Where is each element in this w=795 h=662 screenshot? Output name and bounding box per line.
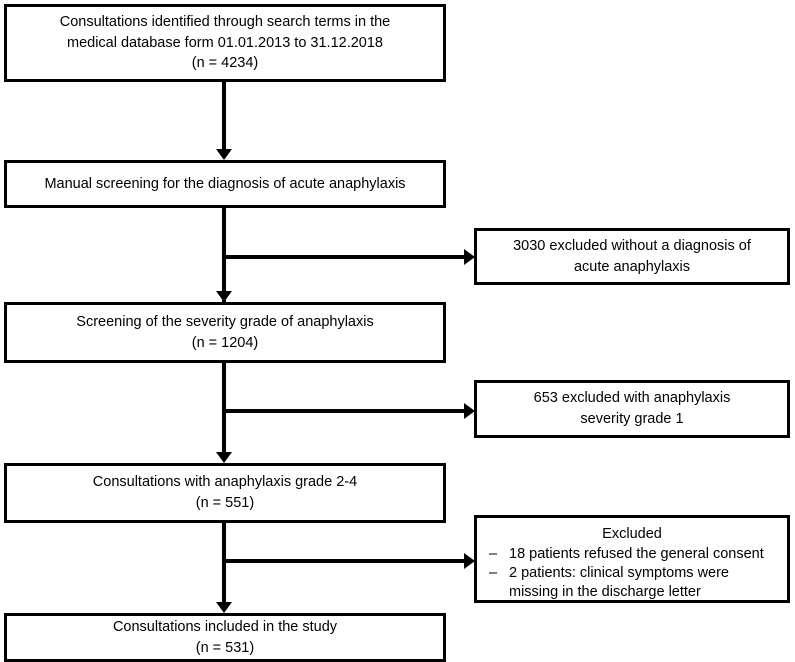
excluded-other-item-2: – 2 patients: clinical symptoms were mis…	[487, 564, 777, 603]
node-excluded-no-diagnosis: 3030 excluded without a diagnosis of acu…	[474, 228, 790, 285]
node-included: Consultations included in the study (n =…	[4, 613, 446, 662]
excluded-other-title: Excluded	[602, 526, 662, 542]
excluded-other-item-2-sub: missing in the discharge letter	[509, 584, 701, 601]
branch-to-excluded-no-diagnosis	[222, 255, 466, 259]
node-severity-screening-line-1: Screening of the severity grade of anaph…	[76, 313, 374, 330]
node-identified-line-3: (n = 4234)	[191, 55, 259, 72]
node-manual-screening: Manual screening for the diagnosis of ac…	[4, 160, 446, 208]
branch-to-excluded-grade-1	[222, 409, 466, 413]
arrow-manual-to-severity	[216, 291, 232, 302]
branch-to-excluded-other	[222, 559, 466, 563]
node-excluded-no-diagnosis-line-2: acute anaphylaxis	[573, 258, 691, 275]
excluded-other-list: – 18 patients refused the general consen…	[487, 545, 777, 603]
connector-severity-to-grade24	[222, 363, 226, 454]
excluded-other-item-1-main: 18 patients refused the general consent	[509, 545, 764, 562]
node-grade-2-4-line-2: (n = 551)	[195, 495, 255, 511]
connector-grade24-to-included	[222, 523, 226, 604]
arrowhead-to-excluded-other	[464, 553, 475, 569]
connector-identified-to-manual	[222, 82, 226, 150]
node-identified-line-1: Consultations identified through search …	[59, 14, 391, 31]
node-excluded-no-diagnosis-line-1: 3030 excluded without a diagnosis of	[513, 237, 751, 254]
node-excluded-grade-1-line-2: severity grade 1	[580, 411, 684, 427]
excluded-other-item-1: – 18 patients refused the general consen…	[487, 545, 777, 564]
node-included-line-2: (n = 531)	[195, 639, 255, 656]
node-excluded-grade-1-line-1: 653 excluded with anaphylaxis	[533, 390, 731, 407]
node-severity-screening: Screening of the severity grade of anaph…	[4, 302, 446, 363]
node-included-line-1: Consultations included in the study	[112, 618, 338, 635]
arrow-grade24-to-included	[216, 602, 232, 613]
node-grade-2-4: Consultations with anaphylaxis grade 2-4…	[4, 463, 446, 523]
node-severity-screening-line-2: (n = 1204)	[191, 334, 259, 351]
node-manual-screening-line-1: Manual screening for the diagnosis of ac…	[44, 175, 406, 192]
arrow-severity-to-grade24	[216, 452, 232, 463]
node-identified-line-2: medical database form 01.01.2013 to 31.1…	[66, 34, 383, 51]
node-grade-2-4-line-1: Consultations with anaphylaxis grade 2-4	[92, 474, 358, 491]
node-excluded-grade-1: 653 excluded with anaphylaxis severity g…	[474, 380, 790, 438]
node-excluded-other: Excluded – 18 patients refused the gener…	[474, 515, 790, 603]
bullet-dash-icon-2: –	[489, 564, 498, 581]
excluded-other-item-2-main: 2 patients: clinical symptoms were	[509, 564, 729, 581]
node-identified: Consultations identified through search …	[4, 4, 446, 82]
arrow-identified-to-manual	[216, 149, 232, 160]
arrowhead-to-excluded-grade-1	[464, 403, 475, 419]
bullet-dash-icon-1: –	[489, 545, 498, 562]
arrowhead-to-excluded-no-diagnosis	[464, 249, 475, 265]
